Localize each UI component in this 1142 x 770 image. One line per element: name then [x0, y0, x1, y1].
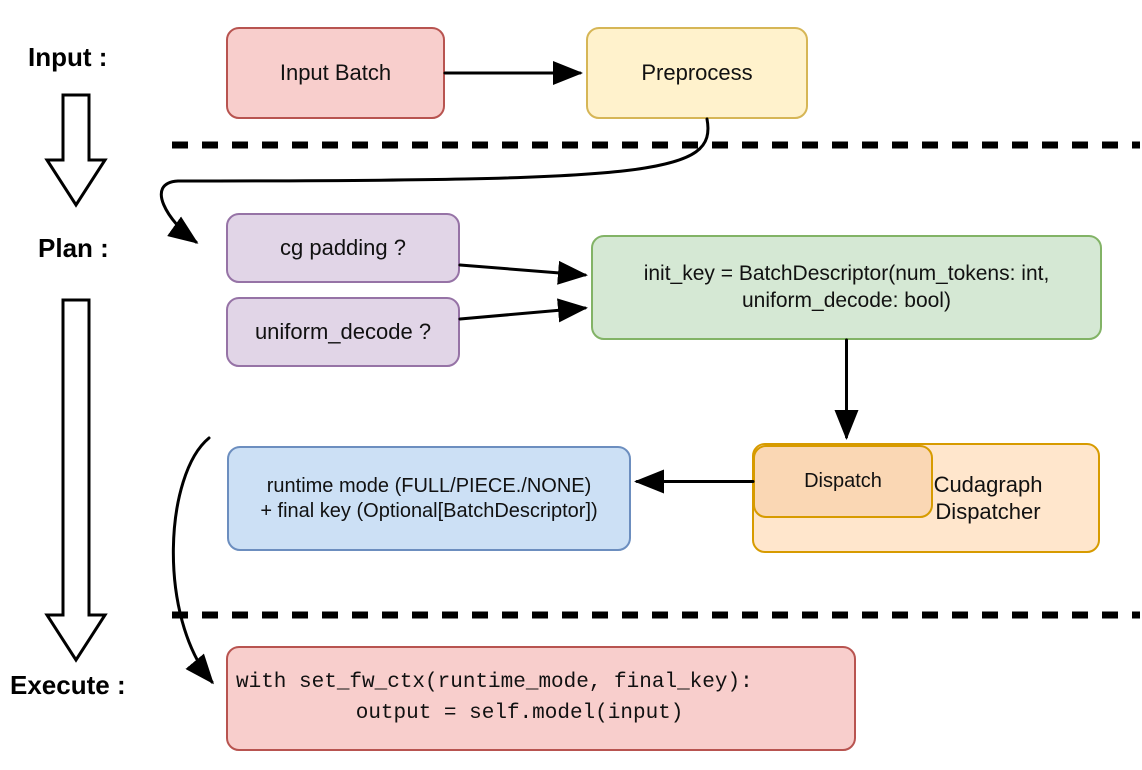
- node-execute-code[interactable]: with set_fw_ctx(runtime_mode, final_key)…: [226, 646, 856, 751]
- node-uniform-decode-label: uniform_decode ?: [254, 319, 432, 345]
- node-init-key[interactable]: init_key = BatchDescriptor(num_tokens: i…: [591, 235, 1102, 340]
- node-dispatch-label: Dispatch: [804, 470, 882, 492]
- node-cudagraph-dispatcher-label: Cudagraph Dispatcher: [933, 471, 1043, 525]
- stage-label-plan: Plan :: [38, 233, 109, 263]
- node-preprocess[interactable]: Preprocess: [586, 27, 808, 119]
- node-uniform-decode[interactable]: uniform_decode ?: [226, 297, 460, 367]
- node-init-key-label: init_key = BatchDescriptor(num_tokens: i…: [643, 262, 1050, 312]
- conn-runtime-to-code: [171, 436, 214, 685]
- stage-arrow-input-to-plan: [44, 93, 108, 208]
- node-cg-padding-label: cg padding ?: [280, 235, 406, 261]
- node-input-batch-label: Input Batch: [279, 60, 392, 86]
- node-preprocess-label: Preprocess: [641, 60, 753, 86]
- stage-label-input: Input :: [28, 42, 108, 72]
- node-runtime-mode[interactable]: runtime mode (FULL/PIECE./NONE) + final …: [227, 446, 631, 551]
- conn-uniform-to-initkey: [458, 298, 588, 323]
- node-dispatch[interactable]: Dispatch: [753, 445, 933, 518]
- conn-padding-to-initkey: [458, 260, 588, 285]
- node-runtime-mode-label: runtime mode (FULL/PIECE./NONE) + final …: [260, 474, 598, 522]
- stage-label-execute: Execute :: [10, 670, 126, 700]
- stage-arrow-plan-to-execute: [44, 298, 108, 663]
- node-execute-code-label: with set_fw_ctx(runtime_mode, final_key)…: [236, 671, 753, 725]
- node-input-batch[interactable]: Input Batch: [226, 27, 445, 119]
- node-cg-padding[interactable]: cg padding ?: [226, 213, 460, 283]
